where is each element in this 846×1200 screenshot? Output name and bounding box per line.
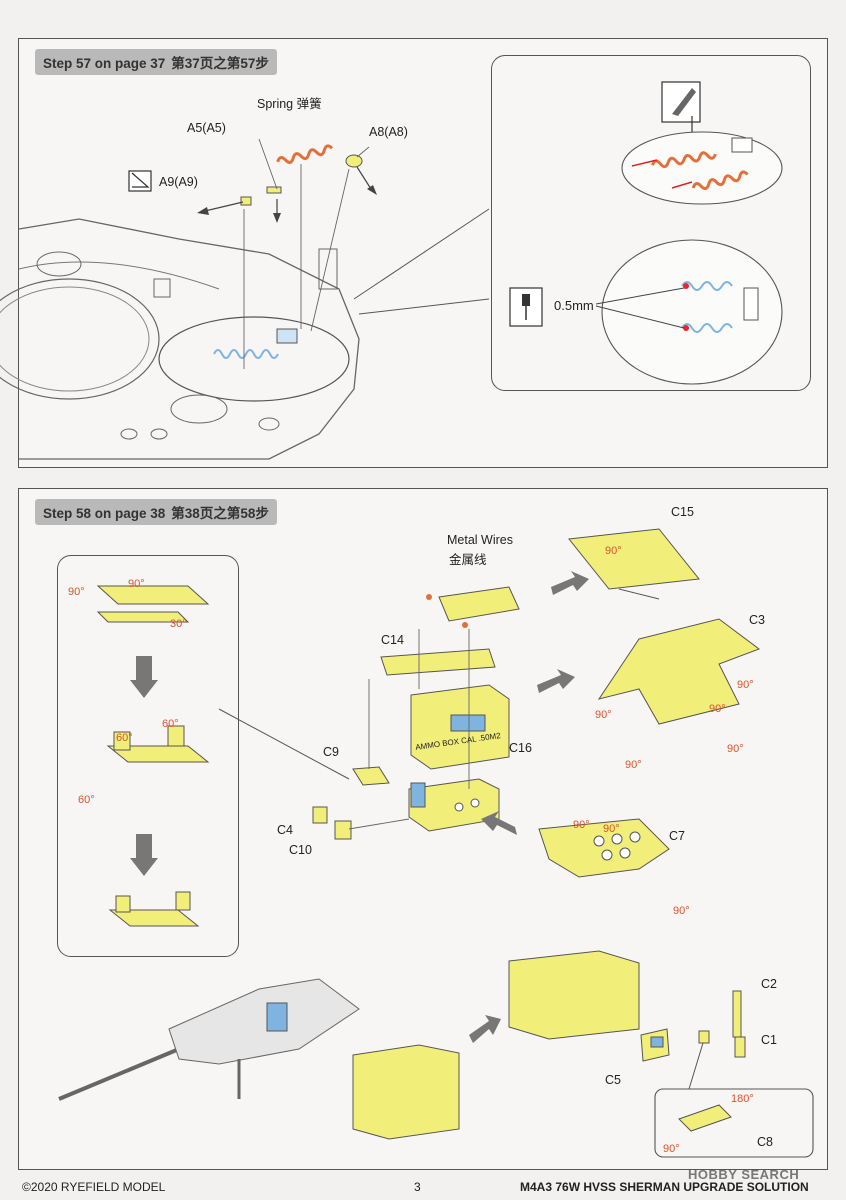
c1-label: C1: [761, 1033, 777, 1047]
step-57-detail-inset: 0.5mm: [491, 55, 811, 391]
c8-angle-180: 180°: [731, 1093, 754, 1105]
c9-label: C9: [323, 745, 339, 759]
inset-angle-90b: 90°: [128, 578, 145, 590]
metal-wires-zh-label: 金属线: [449, 553, 487, 567]
c8-label: C8: [757, 1135, 773, 1149]
c7-angle-90a: 90°: [573, 819, 590, 831]
c3-angle-90a: 90°: [737, 679, 754, 691]
c4-label: C4: [277, 823, 293, 837]
c5-label: C5: [605, 1073, 621, 1087]
c16-label: C16: [509, 741, 532, 755]
c14-label: C14: [381, 633, 404, 647]
c7-angle-90b: 90°: [603, 823, 620, 835]
c8-angle-90: 90°: [663, 1143, 680, 1155]
a9-label: A9(A9): [159, 175, 198, 189]
footer-copyright: ©2020 RYEFIELD MODEL: [22, 1180, 166, 1194]
wire-size-label: 0.5mm: [554, 298, 594, 313]
bending-sequence-drawing: [96, 585, 210, 927]
inset-angle-60b: 60°: [162, 718, 179, 730]
c7-angle-90c: 90°: [673, 905, 690, 917]
c3-label: C3: [749, 613, 765, 627]
inset-angle-60a: 60°: [116, 732, 133, 744]
detail-drawing: [509, 81, 783, 385]
metal-wires-label: Metal Wires: [447, 533, 513, 547]
c3-angle-90b: 90°: [595, 709, 612, 721]
bend-icon: [128, 170, 152, 192]
c15-label: C15: [671, 505, 694, 519]
inset-angle-60c: 60°: [78, 794, 95, 806]
footer-page-number: 3: [414, 1180, 421, 1194]
step-57-drawing: [0, 138, 490, 460]
c2-label: C2: [761, 977, 777, 991]
knife-icon: [661, 81, 701, 123]
watermark: HOBBY SEARCH: [688, 1167, 800, 1182]
c15-angle-90: 90°: [605, 545, 622, 557]
step-58-drawing: [58, 528, 814, 1158]
c10-label: C10: [289, 843, 312, 857]
c3-angle-90c: 90°: [709, 703, 726, 715]
bending-sequence-inset: 90° 90° 30° 60° 60° 60°: [57, 555, 239, 957]
footer-product: M4A3 76W HVSS SHERMAN UPGRADE SOLUTION: [520, 1180, 809, 1194]
c3-angle-90d: 90°: [727, 743, 744, 755]
c3-angle-90e: 90°: [625, 759, 642, 771]
c7-label: C7: [669, 829, 685, 843]
a5-label: A5(A5): [187, 121, 226, 135]
a8-label: A8(A8): [369, 125, 408, 139]
inset-angle-30: 30°: [170, 618, 187, 630]
inset-angle-90a: 90°: [68, 586, 85, 598]
spring-label: Spring 弹簧: [257, 97, 322, 111]
